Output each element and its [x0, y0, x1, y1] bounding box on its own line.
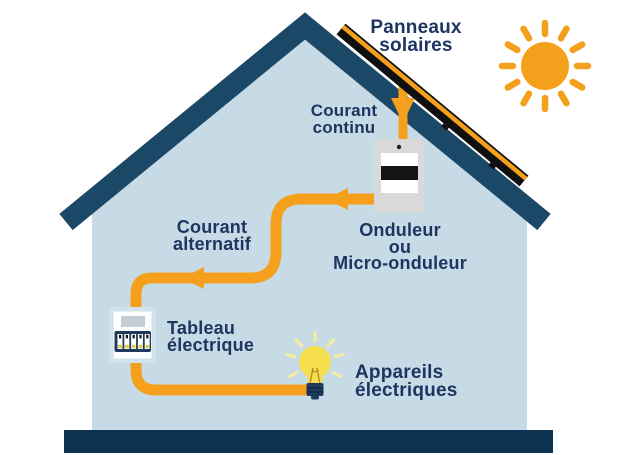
house-roof: [59, 12, 551, 231]
arrowhead-left-icon: [326, 188, 348, 210]
label-appliances: Appareils électriques: [355, 362, 458, 401]
label-ac-current: Courant alternatif: [172, 217, 252, 254]
light-bulb-icon: [285, 331, 345, 400]
label-line: Courant: [310, 101, 378, 120]
ac-current-path: [130, 188, 376, 309]
inverter-icon: [374, 139, 424, 213]
label-line: électrique: [167, 334, 255, 355]
label-line: Micro-onduleur: [333, 253, 467, 273]
house-foundation: [64, 430, 553, 453]
label-inverter: Onduleur ou Micro-onduleur: [333, 220, 467, 273]
label-line: ou: [388, 236, 412, 257]
label-line: alternatif: [172, 233, 252, 254]
electrical-panel-icon: [109, 307, 156, 363]
label-line: Tableau: [167, 318, 236, 338]
label-line: continu: [312, 118, 376, 137]
label-line: Courant: [176, 217, 248, 237]
house-wall: [92, 36, 527, 432]
label-line: Panneaux: [370, 17, 462, 38]
label-line: électriques: [355, 380, 458, 401]
label-line: Appareils: [355, 362, 444, 383]
label-line: solaires: [379, 35, 453, 56]
label-electrical-panel: Tableau électrique: [167, 318, 255, 355]
arrowhead-left-icon: [182, 267, 204, 289]
solar-panel-icon: [336, 23, 529, 187]
sun-icon: [498, 19, 592, 113]
label-dc-current: Courant continu: [311, 102, 378, 136]
label-line: Onduleur: [359, 220, 441, 240]
appliance-wire: [130, 361, 312, 396]
circuit-breakers: [114, 331, 151, 352]
label-solar-panels: Panneaux solaires: [370, 17, 462, 56]
arrowhead-down-icon: [391, 98, 415, 123]
